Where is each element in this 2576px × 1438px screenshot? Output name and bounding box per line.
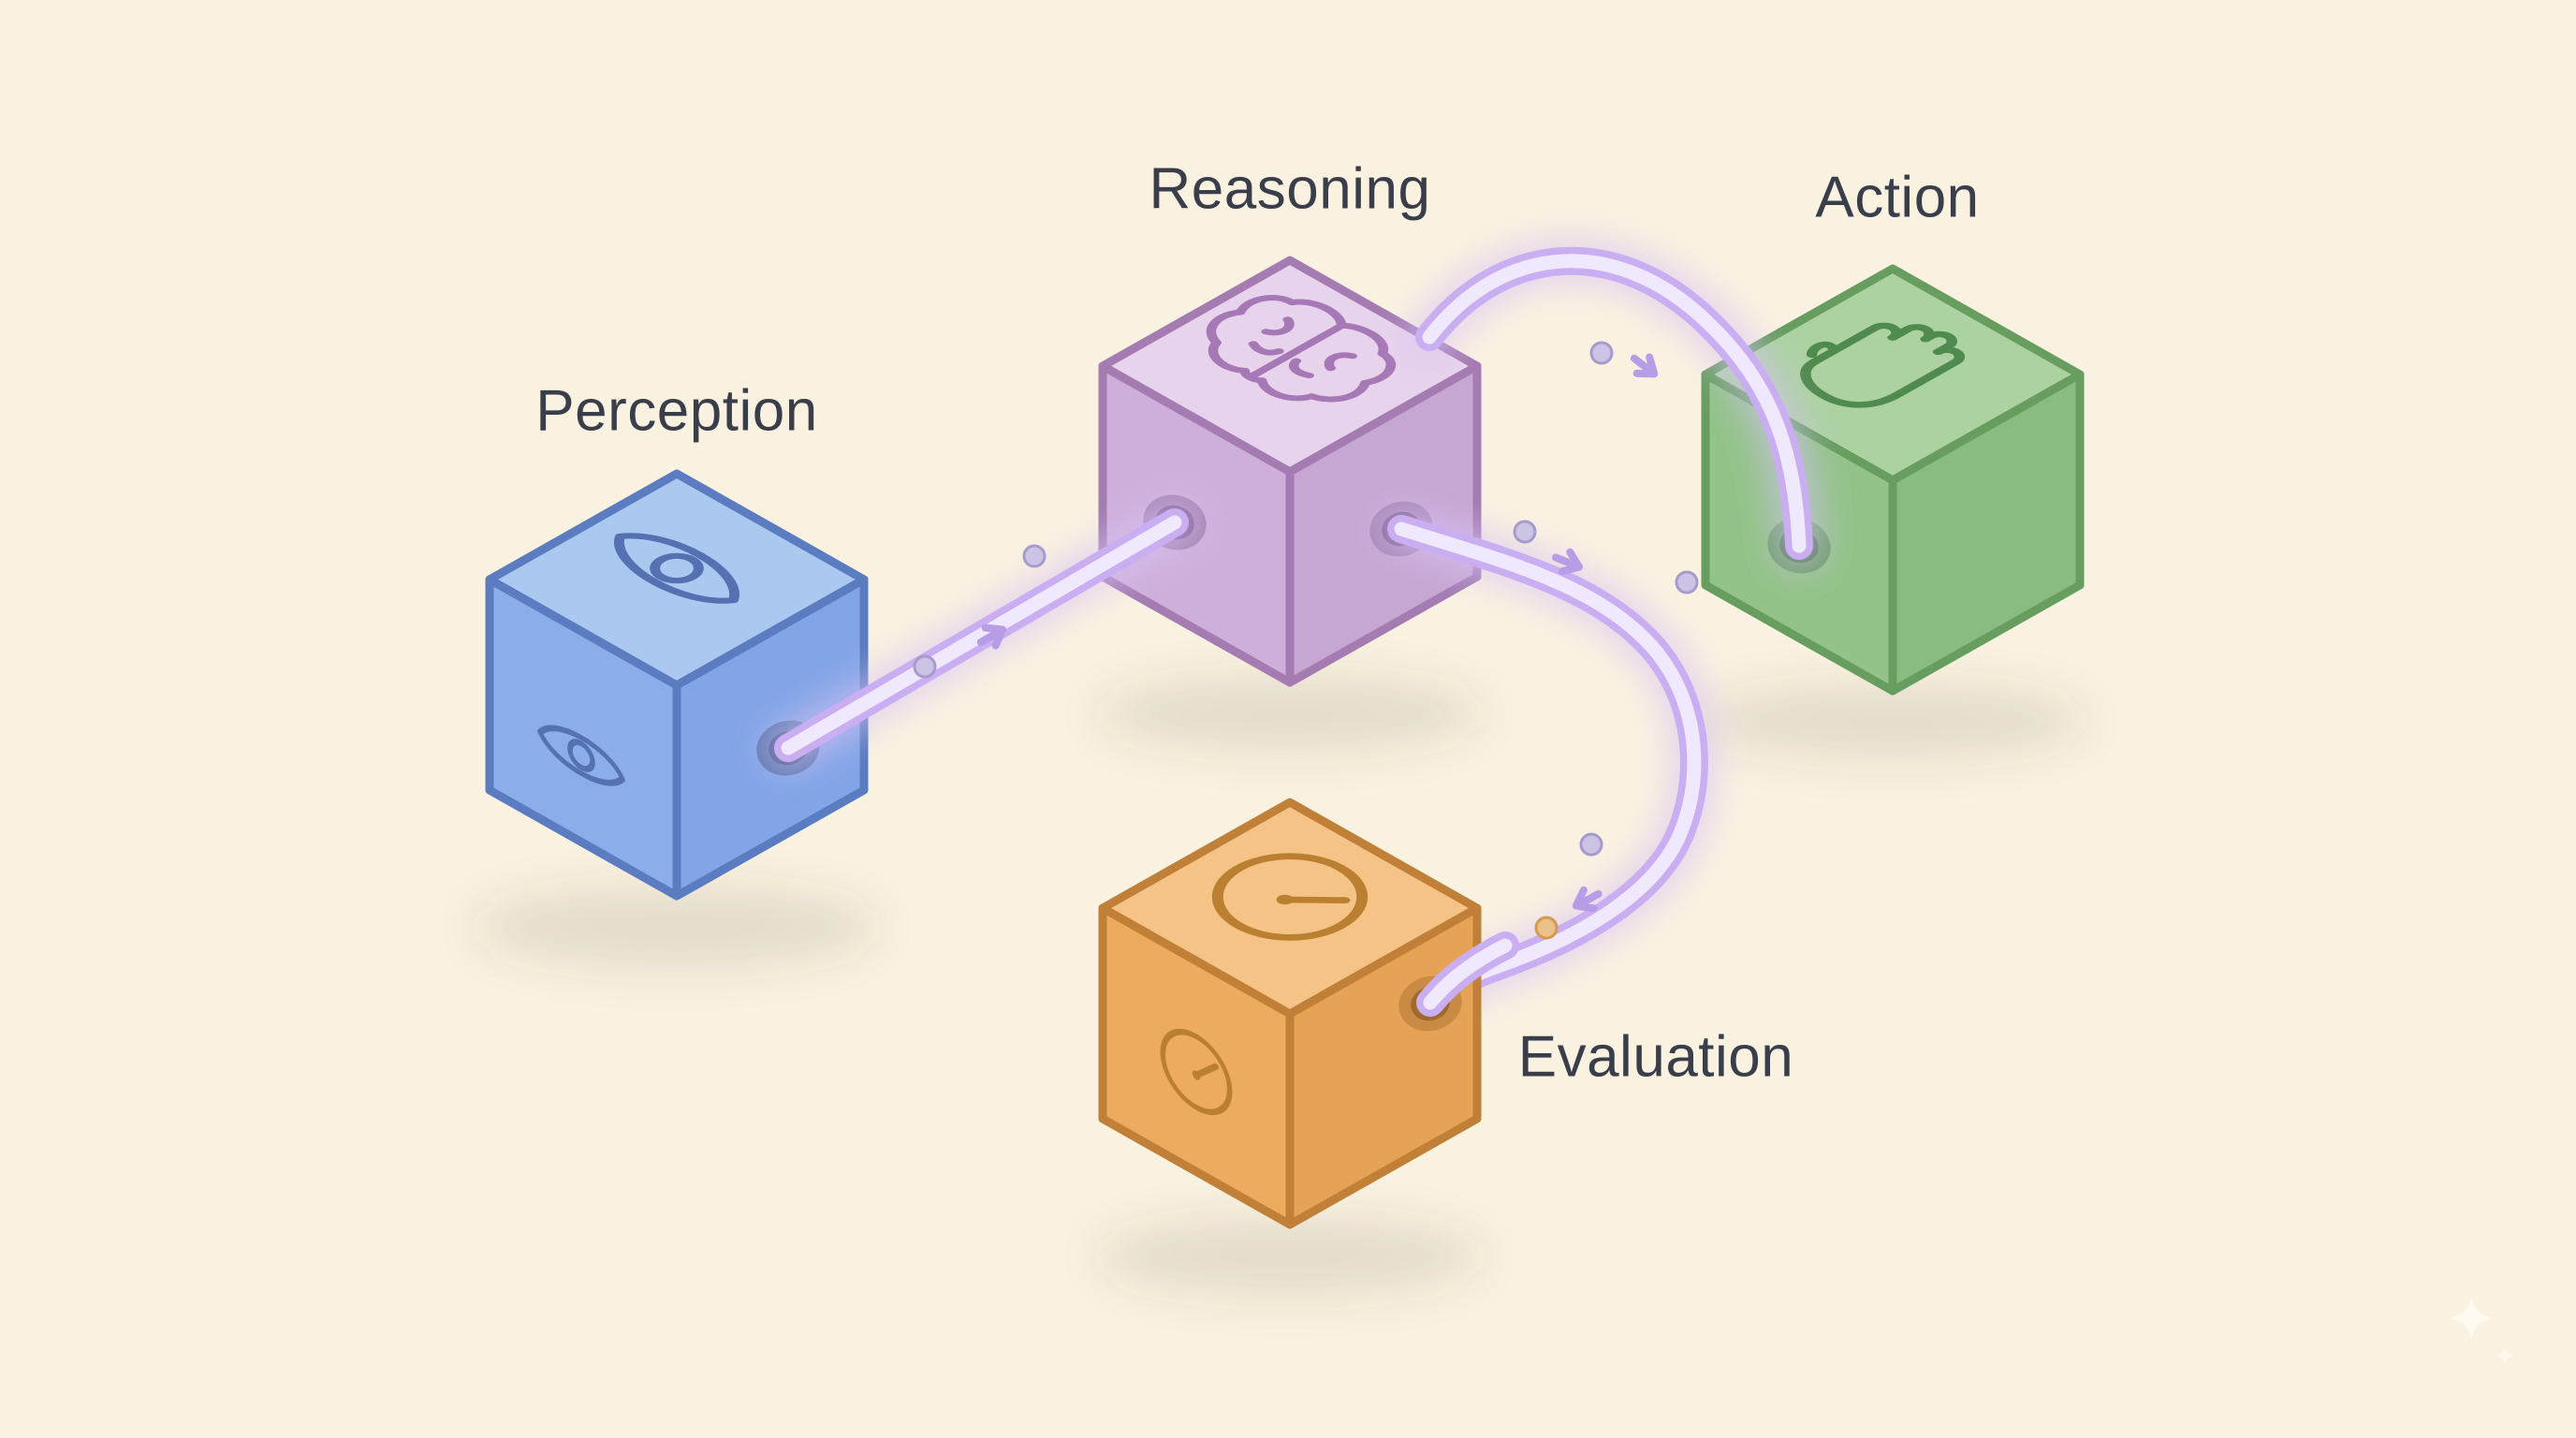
- cube-shadows: [476, 674, 2085, 1298]
- brain-icon: [1206, 295, 1397, 403]
- gauge-icon: [1211, 853, 1368, 941]
- flow-dot: [913, 654, 937, 679]
- evaluation-cube: [1098, 798, 1482, 1229]
- flow-arrow-icon: [1630, 353, 1659, 378]
- flow-arrow-icon: [1552, 548, 1584, 576]
- cube-shadow: [1701, 682, 2085, 760]
- eye-icon: [537, 725, 625, 786]
- flow-arrow-icon: [976, 624, 1007, 650]
- flow-arrow-icon: [1572, 886, 1603, 913]
- flow-dot: [1534, 916, 1559, 940]
- action-cube: [1701, 264, 2085, 696]
- flow-pipes-core: [781, 254, 1807, 1011]
- flow-dot: [1589, 341, 1614, 365]
- flow-dot: [1513, 520, 1537, 544]
- node-label-reasoning: Reasoning: [1149, 156, 1431, 222]
- node-label-evaluation: Evaluation: [1517, 1024, 1794, 1090]
- node-label-perception: Perception: [535, 378, 818, 444]
- cube-shadow: [1098, 1215, 1482, 1298]
- hand-icon: [1800, 322, 1966, 408]
- pipe-evaluation-inlet: [1416, 932, 1519, 1017]
- perception-cube: [485, 469, 869, 901]
- eye-icon: [614, 533, 739, 604]
- sparkle-icon: [2449, 1296, 2514, 1365]
- gauge-icon: [1160, 1028, 1233, 1116]
- node-label-action: Action: [1815, 165, 1980, 230]
- flow-decorations: [913, 341, 1699, 940]
- flow-dot: [1579, 832, 1603, 857]
- cube-shadow: [1098, 674, 1482, 753]
- flow-dot: [1022, 544, 1046, 568]
- flow-dot: [1675, 570, 1699, 594]
- cube-shadow: [476, 884, 878, 970]
